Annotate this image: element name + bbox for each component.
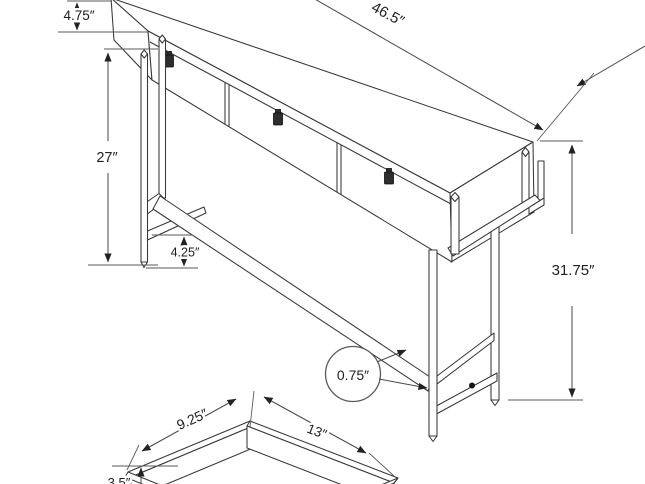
left-back-post-cap [158, 34, 167, 44]
left-back-post [158, 38, 167, 199]
right-front-leg-foot [428, 435, 438, 443]
dimension-tube-thickness-callout [324, 345, 428, 403]
left-leg-frame [140, 34, 434, 392]
dimension-apron-height [58, 0, 148, 33]
dimension-drawer-width [263, 396, 395, 477]
dimension-table-length [315, 0, 645, 142]
right-leg-frame [428, 146, 545, 443]
left-front-leg-cap [140, 49, 149, 59]
right-diagonal-brace [436, 332, 495, 385]
right-loop-vertical-stub [537, 160, 545, 205]
dimension-overall-height [508, 140, 583, 401]
right-front-post-cap [450, 191, 460, 203]
drawer-pull-handle-2 [273, 109, 283, 126]
label-overall-height: 31.75″ [552, 262, 596, 279]
right-front-post [450, 196, 460, 255]
drawer-divider-1 [224, 83, 230, 127]
label-clearance-height: 27″ [96, 150, 117, 166]
right-back-post [521, 151, 530, 207]
drawer-pull-handle-3 [384, 168, 394, 185]
left-front-leg [140, 53, 149, 263]
long-stretcher [152, 195, 434, 392]
label-table-length: 46.5″ [369, 0, 408, 30]
right-back-leg [490, 221, 500, 401]
drawer-front-right-wall [382, 477, 399, 484]
drawer-apron-front-face [147, 30, 453, 263]
right-front-leg [428, 249, 438, 437]
label-drawer-width: 13″ [305, 421, 329, 442]
drawer-box-inset [124, 420, 399, 484]
right-back-post-cap [521, 146, 530, 158]
label-tube-thickness: 0.75″ [337, 367, 369, 383]
drawer-left-wall-inner [130, 425, 254, 484]
drawer-divider-2 [336, 143, 342, 195]
label-apron-height: 4.75″ [63, 8, 94, 23]
dimension-clearance-height [88, 48, 158, 266]
table-body [110, 0, 535, 263]
label-stretcher-height: 4.25″ [171, 246, 200, 260]
label-drawer-side-height: 3.5″ [108, 475, 131, 484]
tabletop-slab-edge [149, 41, 452, 205]
label-drawer-depth: 9.25″ [174, 405, 210, 433]
dimension-stretcher-height [146, 234, 198, 269]
stretcher-joint-dot [469, 382, 475, 389]
right-back-leg-foot [490, 399, 500, 407]
